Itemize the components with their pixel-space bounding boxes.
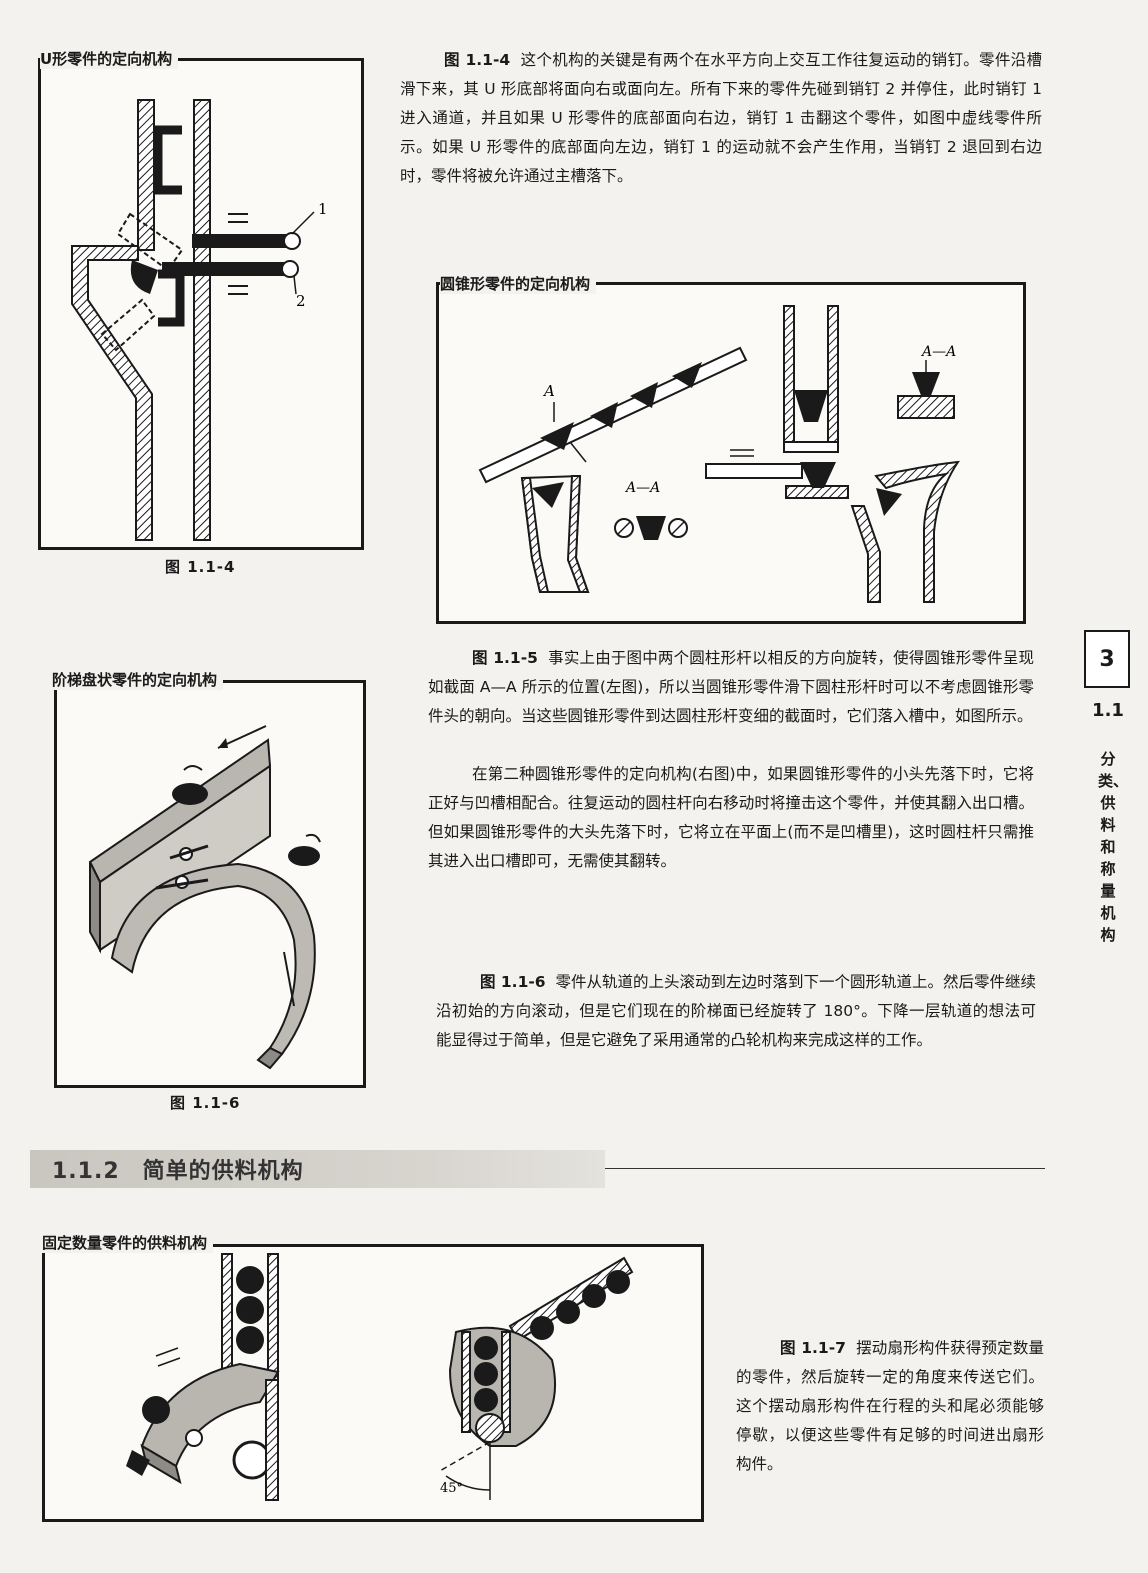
- fixed-frame-title: 固定数量零件的供料机构: [42, 1232, 214, 1253]
- fig-1-1-7-text: 图 1.1-7 摆动扇形构件获得预定数量的零件，然后旋转一定的角度来传送它们。这…: [736, 1334, 1044, 1479]
- fig-1-1-7-body: 摆动扇形构件获得预定数量的零件，然后旋转一定的角度来传送它们。这个摆动扇形构件在…: [736, 1339, 1044, 1473]
- fixed-diagram: 45°: [126, 1253, 634, 1501]
- fig-1-1-4-text: 图 1.1-4 这个机构的关键是有两个在水平方向上交互工作往复运动的销钉。零件沿…: [400, 46, 1042, 191]
- fig-1-1-5-text-2: 在第二种圆锥形零件的定向机构(右图)中，如果圆锥形零件的小头先落下时，它将正好与…: [428, 765, 1034, 870]
- section-aa-label-left: A—A: [624, 480, 660, 496]
- page-number: 3: [1084, 630, 1130, 688]
- section-heading-band: 1.1.2 简单的供料机构: [30, 1150, 605, 1188]
- fig-1-1-5-label: 图 1.1-5: [472, 649, 538, 667]
- fig-1-1-5-text: 图 1.1-5 事实上由于图中两个圆柱形杆以相反的方向旋转，使得圆锥形零件呈现如…: [428, 644, 1034, 731]
- fig-1-1-6-label: 图 1.1-6: [480, 973, 546, 991]
- pin-2-label: 2: [296, 292, 306, 310]
- section-aa-label-right: A—A: [920, 344, 956, 360]
- fig-1-1-4-caption: 图 1.1-4: [165, 558, 236, 576]
- fig-1-1-5-body: 事实上由于图中两个圆柱形杆以相反的方向旋转，使得圆锥形零件呈现如截面 A—A 所…: [428, 649, 1034, 725]
- u-part-diagram: 1 2: [71, 99, 328, 541]
- angle-label: 45°: [440, 1481, 463, 1496]
- fig-1-1-7-label: 图 1.1-7: [780, 1339, 846, 1357]
- fig-1-1-6-text: 图 1.1-6 零件从轨道的上头滚动到左边时落到下一个圆形轨道上。然后零件继续沿…: [436, 968, 1036, 1055]
- step-diagram: [88, 725, 321, 1070]
- pin-1-label: 1: [318, 200, 328, 218]
- fig-1-1-6-body: 零件从轨道的上头滚动到左边时落到下一个圆形轨道上。然后零件继续沿初始的方向滚动，…: [436, 973, 1036, 1049]
- fig-1-1-4-body: 这个机构的关键是有两个在水平方向上交互工作往复运动的销钉。零件沿槽滑下来，其 U…: [400, 51, 1042, 185]
- cone-frame-title: 圆锥形零件的定向机构: [440, 273, 597, 294]
- step-frame-title: 阶梯盘状零件的定向机构: [52, 669, 224, 690]
- sidebar-chapter-title: 分类、供料和称量机构: [1098, 750, 1129, 944]
- sidebar-section-number: 1.1: [1092, 700, 1124, 721]
- u-part-frame-title: U形零件的定向机构: [40, 48, 179, 69]
- fig-1-1-6-caption: 图 1.1-6: [170, 1094, 241, 1112]
- section-heading: 1.1.2 简单的供料机构: [52, 1159, 304, 1184]
- section-rule: [605, 1168, 1045, 1169]
- section-a-label: A: [542, 382, 555, 400]
- cone-diagram: A A—A A—A: [478, 305, 960, 603]
- fig-1-1-4-label: 图 1.1-4: [444, 51, 511, 69]
